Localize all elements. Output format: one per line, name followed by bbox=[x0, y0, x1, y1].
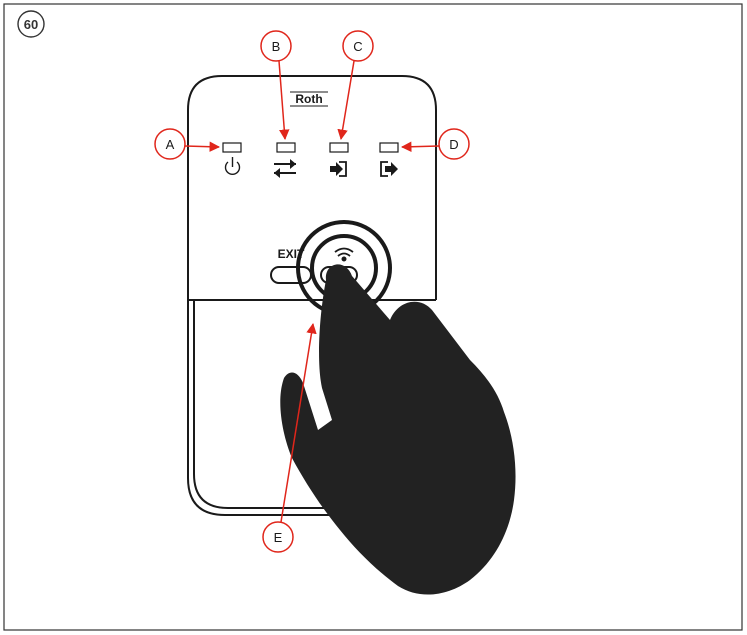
callout-b: B bbox=[260, 30, 292, 141]
brand-name: Roth bbox=[295, 92, 322, 106]
callout-b-label: B bbox=[272, 39, 281, 54]
callout-e-label: E bbox=[274, 530, 283, 545]
callout-d: D bbox=[400, 128, 470, 160]
callout-c: C bbox=[337, 30, 374, 141]
swap-arrows-icon bbox=[274, 159, 296, 178]
figure-number: 60 bbox=[24, 17, 38, 32]
figure-number-badge: 60 bbox=[17, 10, 45, 38]
callout-d-label: D bbox=[449, 137, 458, 152]
exit-button[interactable]: EXIT bbox=[270, 247, 312, 284]
sign-in-icon bbox=[330, 161, 347, 177]
callout-c-label: C bbox=[353, 39, 362, 54]
pressing-hand bbox=[280, 264, 516, 595]
sign-out-icon bbox=[380, 161, 398, 177]
led-exit bbox=[379, 142, 399, 153]
figure-border bbox=[3, 3, 743, 631]
callout-a-label: A bbox=[166, 137, 175, 152]
callout-a: A bbox=[154, 128, 221, 160]
led-transfer bbox=[276, 142, 296, 153]
power-icon bbox=[224, 157, 241, 176]
brand-logo: Roth bbox=[290, 91, 328, 107]
led-enter bbox=[329, 142, 349, 153]
callout-e: E bbox=[262, 322, 317, 553]
led-power bbox=[222, 142, 242, 153]
wireless-icon bbox=[334, 247, 354, 262]
